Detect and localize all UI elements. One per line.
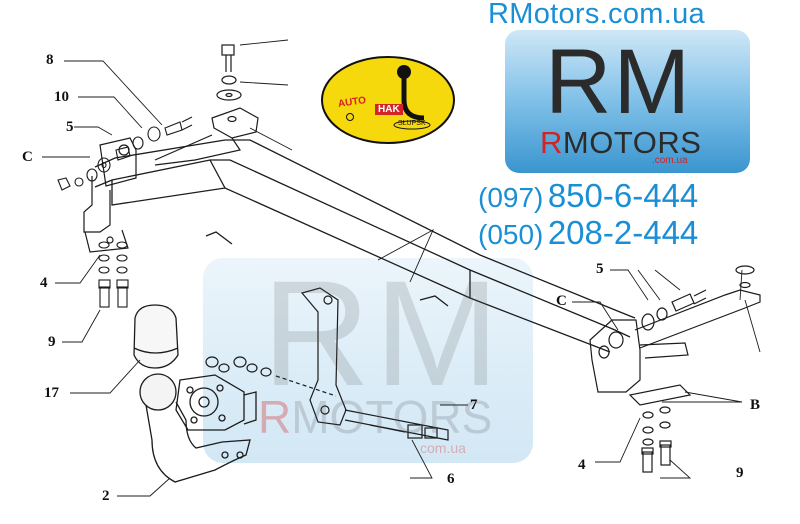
callout-6: 6	[447, 471, 455, 487]
callout-4-right: 4	[578, 457, 586, 473]
autohak-badge-bottom: SŁUPSK	[398, 120, 426, 127]
callout-8: 8	[46, 52, 54, 68]
rm-logo-letters: RM	[545, 31, 693, 133]
callout-9-right: 9	[736, 465, 744, 481]
callout-c-right: C	[556, 293, 567, 309]
phone-2-code: (050)	[478, 219, 544, 250]
top-bracket	[154, 44, 259, 166]
rmotors-logo-rest: MOTORS	[562, 125, 702, 160]
rmotors-logo-r: R	[540, 125, 563, 160]
callout-7: 7	[470, 397, 478, 413]
watermark-rmotors-rest: MOTORS	[291, 391, 493, 443]
watermark-box	[203, 258, 533, 463]
phone-2: (050) 208-2-444	[478, 214, 698, 252]
rmotors-logo-text: RMOTORS	[540, 127, 701, 158]
callout-5-right: 5	[596, 261, 604, 277]
callout-17: 17	[44, 385, 59, 401]
watermark-rmotors: RMOTORS	[258, 394, 492, 440]
callout-5-left: 5	[66, 119, 74, 135]
phone-1-code: (097)	[478, 182, 544, 213]
callout-2: 2	[102, 488, 110, 504]
callout-4-left: 4	[40, 275, 48, 291]
callout-10: 10	[54, 89, 69, 105]
phone-1-number: 850-6-444	[547, 177, 699, 214]
main-crossbar	[94, 139, 636, 353]
right-hardware	[589, 265, 761, 473]
phone-2-number: 208-2-444	[547, 214, 699, 251]
left-hardware	[57, 116, 193, 308]
autohak-badge	[321, 56, 455, 144]
ball-assembly	[133, 304, 257, 483]
watermark-rmotors-r: R	[258, 391, 292, 443]
watermark-rm: RM	[262, 249, 504, 417]
left-bracket	[83, 137, 137, 253]
rm-logo-box	[505, 30, 750, 173]
center-hanger	[205, 287, 449, 441]
callout-b: B	[750, 397, 761, 413]
callout-c-left: C	[22, 149, 33, 165]
logo-url: .com.ua	[652, 155, 688, 166]
callout-9-left: 9	[48, 334, 56, 350]
site-title: RMotors.com.ua	[488, 0, 705, 30]
phone-1: (097) 850-6-444	[478, 177, 698, 215]
autohak-badge-center: HAK	[375, 104, 403, 115]
leader-lines	[42, 39, 761, 497]
watermark-url: com.ua	[420, 440, 466, 456]
